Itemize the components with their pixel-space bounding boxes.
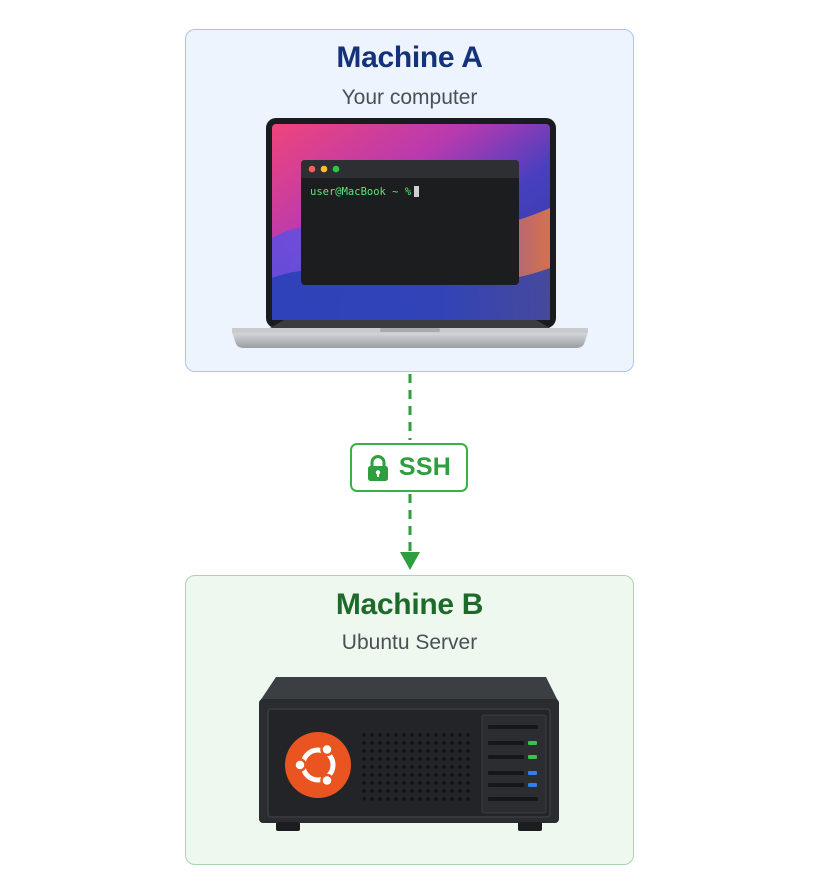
ssh-label: SSH [398,453,452,481]
lock-icon [367,454,388,481]
ssh-connection-arrow [400,374,420,570]
server-icon [259,677,559,831]
ssh-badge: SSH [350,443,468,492]
machine-a-title: Machine A [336,41,483,74]
ubuntu-logo-icon [285,732,351,798]
machine-a-subtitle: Your computer [341,86,478,109]
machine-b-title: Machine B [335,588,484,621]
terminal-prompt: user@MacBook ~ % [310,186,420,198]
laptop-icon [232,118,588,348]
machine-b-subtitle: Ubuntu Server [341,631,478,654]
terminal-cursor [414,186,420,197]
